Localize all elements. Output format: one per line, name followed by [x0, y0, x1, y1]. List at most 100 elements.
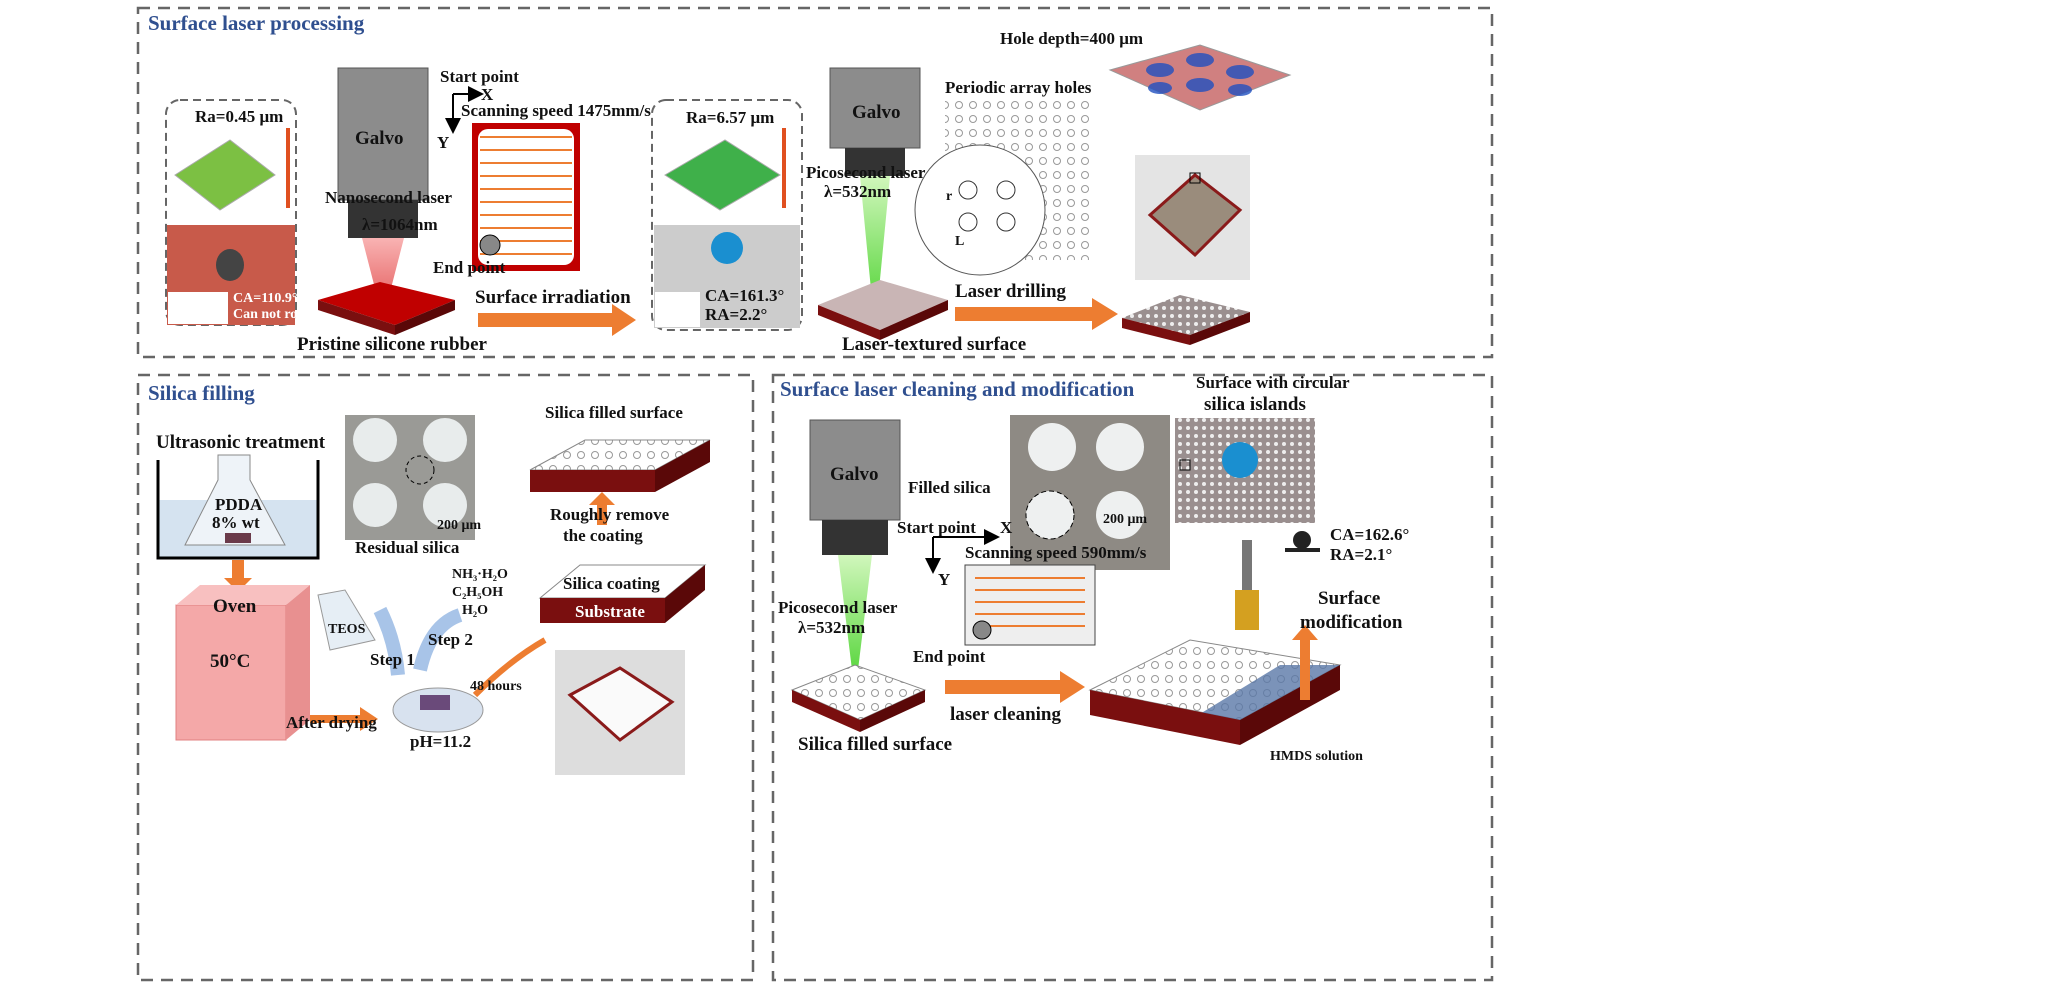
ca-final: CA=162.6° — [1330, 525, 1409, 544]
step2-arrow — [413, 608, 463, 672]
contact-angle-image-2 — [655, 292, 700, 327]
water-droplet-blue-2 — [1222, 442, 1258, 478]
hole-depth-label: Hole depth=400 μm — [1000, 29, 1143, 48]
ultrasonic-bath — [156, 454, 320, 560]
arrow2-label: Laser drilling — [955, 281, 1067, 302]
teos-label: TEOS — [328, 622, 366, 637]
ca-textured: CA=161.3° — [705, 286, 784, 305]
panel-top-title: Surface laser processing — [148, 11, 365, 35]
l-label: L — [955, 234, 964, 249]
laser-beam-green — [860, 176, 890, 300]
filled-silica-label: Filled silica — [908, 478, 991, 497]
start-point-label: Start point — [440, 67, 519, 86]
laser2-wavelength: λ=532nm — [824, 182, 891, 201]
arrow-after-drying — [310, 707, 378, 731]
zoom-marker — [1189, 172, 1201, 184]
holes-magnifier — [914, 144, 1046, 276]
galvo3-label: Galvo — [830, 464, 879, 485]
laser-wavelength: λ=1064nm — [362, 215, 438, 234]
brush-icon — [1235, 590, 1259, 630]
filled-surface-label: Silica filled surface — [545, 403, 683, 422]
arrow-up — [589, 492, 615, 525]
contact-angle-image — [168, 292, 228, 324]
reagent-water: H₂O — [462, 603, 488, 618]
cleaning-arrow-label: laser cleaning — [950, 704, 1062, 725]
remove-label-1: Roughly remove — [550, 505, 670, 524]
end-point-label-2: End point — [913, 647, 986, 666]
pdda-label: PDDA — [215, 495, 263, 514]
oven — [175, 585, 310, 741]
laser-beam-green-2 — [838, 555, 872, 670]
water-droplet-blue — [711, 232, 743, 264]
roll-pristine: Can not roll — [233, 307, 305, 322]
pdda-conc: 8% wt — [212, 513, 260, 532]
hole-depth-profile — [1108, 44, 1292, 111]
ultrasonic-label: Ultrasonic treatment — [156, 432, 326, 453]
water-droplet — [216, 249, 244, 281]
ra-pristine: Ra=0.45 μm — [195, 107, 283, 126]
textured-inset — [651, 99, 803, 331]
axis-x-label-2: X — [1000, 518, 1013, 537]
hours-label: 48 hours — [470, 679, 522, 694]
ra-textured-2: RA=2.2° — [705, 305, 767, 324]
oven-temp: 50°C — [210, 651, 250, 672]
scan-path-diagram — [472, 123, 580, 271]
surface-profile-textured — [664, 139, 781, 211]
ph-label: pH=11.2 — [410, 732, 471, 751]
arrow-surface-irradiation — [478, 304, 636, 336]
panel-cleaning-title: Surface laser cleaning and modification — [780, 377, 1135, 401]
step2-label: Step 2 — [428, 630, 473, 649]
arrow-48h — [472, 637, 547, 698]
reagent-ethanol: C₂H₅OH — [452, 585, 503, 600]
start-point-label-2: Start point — [897, 518, 976, 537]
scale-bar-label-2: 200 μm — [1103, 512, 1147, 527]
pristine-label: Pristine silicone rubber — [297, 334, 488, 355]
end-point-label: End point — [433, 258, 506, 277]
scan-speed-label: Scanning speed 1475mm/s — [461, 101, 651, 120]
laser2-name: Picosecond laser — [806, 163, 926, 182]
laser3-wavelength: λ=532nm — [798, 618, 865, 637]
scan-speed-label-2: Scanning speed 590mm/s — [965, 543, 1147, 562]
ra-textured: Ra=6.57 μm — [686, 108, 774, 127]
colorbar-textured — [782, 128, 786, 208]
residual-label: Residual silica — [355, 538, 460, 557]
coating-label: Silica coating — [563, 574, 660, 593]
textured-label: Laser-textured surface — [842, 334, 1026, 355]
surface-profile-pristine — [174, 139, 276, 211]
axis-y-label: Y — [437, 133, 449, 152]
silica-filled-block — [529, 439, 711, 492]
galvo2-label: Galvo — [852, 102, 901, 123]
flask — [184, 454, 286, 546]
modification-label-2: modification — [1300, 612, 1403, 633]
hmds-label: HMDS solution — [1270, 749, 1363, 764]
scan-path-diagram-2 — [964, 564, 1096, 646]
pristine-rubber-block — [318, 282, 455, 335]
cleaning-filled-label: Silica filled surface — [798, 734, 952, 755]
ca-pristine: CA=110.9° — [233, 291, 298, 306]
hmds-block — [1088, 540, 1342, 745]
ra-final: RA=2.1° — [1330, 545, 1392, 564]
panel-top-border — [136, 6, 1494, 359]
panel-silica-title: Silica filling — [148, 381, 255, 405]
arrow-laser-drilling — [955, 298, 1118, 330]
arrow-laser-cleaning — [945, 671, 1085, 703]
arrow-modification — [1292, 625, 1318, 700]
laser-beam-red — [362, 238, 404, 300]
galvo-scanner-3 — [809, 419, 901, 670]
galvo-label: Galvo — [355, 128, 404, 149]
arrow-down — [224, 560, 252, 592]
remove-label-2: the coating — [563, 526, 643, 545]
axis-x-label: X — [481, 85, 494, 104]
islands-label-2: silica islands — [1204, 394, 1306, 415]
laser-name: Nanosecond laser — [325, 188, 452, 207]
r-label: r — [946, 189, 952, 204]
step1-label: Step 1 — [370, 650, 415, 669]
coating-substrate-block — [538, 564, 707, 623]
colorbar-pristine — [286, 128, 290, 208]
teos-flask — [317, 589, 376, 651]
panel-silica-filling-border — [136, 373, 755, 982]
substrate-label: Substrate — [575, 602, 645, 621]
oven-label: Oven — [213, 596, 257, 617]
